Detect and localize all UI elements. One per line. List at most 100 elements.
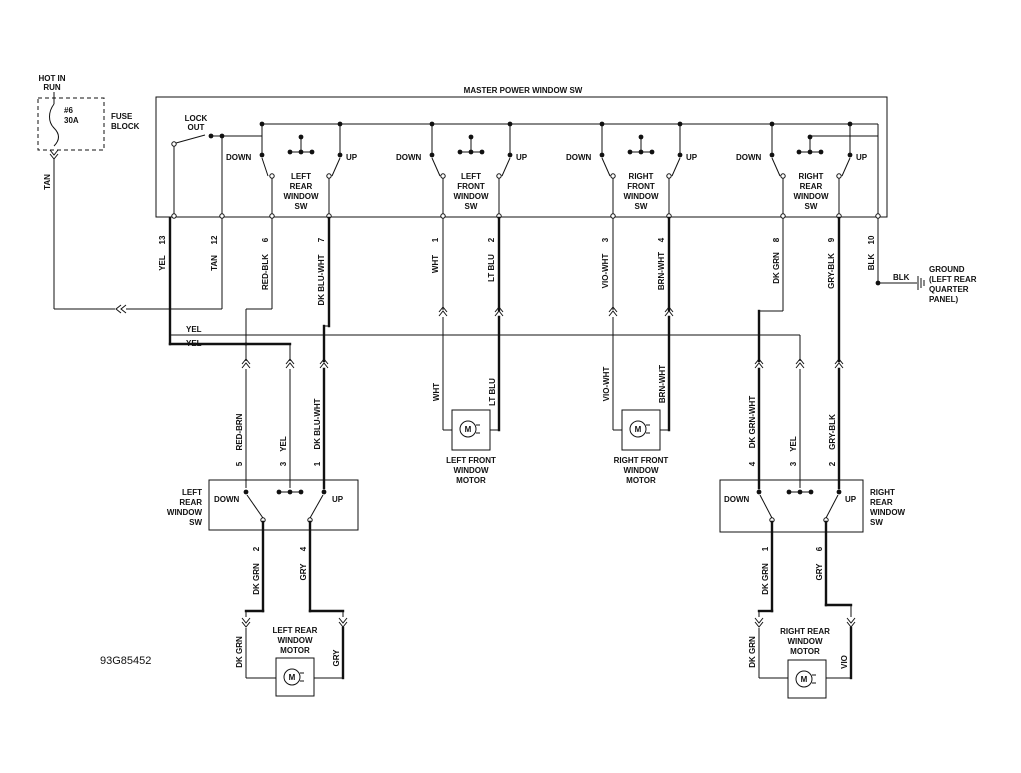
ground-label-2: (LEFT REAR	[929, 275, 977, 284]
rr-in-pin-2: 2	[828, 461, 837, 466]
rr-in-pin-4: 4	[748, 461, 757, 466]
master-wire-labels: 13 YEL 12 TAN 6 RED-BLK 7 DK BLU-WHT 1 W…	[158, 235, 876, 306]
lr-motor-label-1: LEFT REAR	[273, 626, 318, 635]
ground-label-1: GROUND	[929, 265, 965, 274]
lr-switch-down: DOWN	[214, 495, 240, 504]
lr-in-pin-3: 3	[279, 461, 288, 466]
rr-switch-label-1: RIGHT	[870, 488, 895, 497]
lr-in-pin-1: 1	[313, 461, 322, 466]
wire-color-gry-blk: GRY-BLK	[827, 253, 836, 289]
rr-in-color-gry-blk: GRY-BLK	[828, 414, 837, 450]
figure-id: 93G85452	[100, 655, 151, 667]
rr-motor-wire-b: VIO	[840, 655, 849, 669]
fuse-out-chevron	[49, 149, 59, 160]
ground-label-4: PANEL)	[929, 295, 959, 304]
ground-wire-label: BLK	[893, 273, 910, 282]
master-right-rear-down: DOWN	[736, 153, 762, 162]
master-right-front-label-1: RIGHT	[629, 172, 654, 181]
connector-chevrons-upper	[241, 306, 844, 369]
master-right-rear-switch: DOWN UP RIGHT REAR WINDOW SW	[736, 121, 868, 216]
fuse-block: HOT IN RUN #6 30A FUSE BLOCK TAN	[37, 74, 222, 314]
wire-color-tan: TAN	[210, 255, 219, 271]
left-rear-window-motor: DK GRN GRY LEFT REAR WINDOW MOTOR M	[235, 626, 345, 697]
wire-color-lt-blu: LT BLU	[487, 254, 496, 282]
master-left-rear-label-1: LEFT	[291, 172, 311, 181]
master-left-rear-switch: DOWN UP LEFT REAR WINDOW SW	[226, 121, 358, 216]
lr-out-color-dk-grn: DK GRN	[252, 563, 261, 595]
rf-motor-wire-b: BRN-WHT	[658, 365, 667, 403]
lr-out-color-gry: GRY	[299, 563, 308, 581]
lf-motor-wire-a: WHT	[432, 383, 441, 401]
rr-switch-up: UP	[845, 495, 857, 504]
master-left-rear-label-2: REAR	[290, 182, 313, 191]
lock-out-blade	[175, 134, 206, 144]
master-switch-outline	[155, 96, 888, 218]
master-right-front-down: DOWN	[566, 153, 592, 162]
wire-pin-6: 6	[261, 237, 270, 242]
rr-in-color-yel: YEL	[789, 436, 798, 452]
rr-motor-label-2: WINDOW	[787, 637, 823, 646]
rf-motor-wire-a: VIO-WHT	[602, 367, 611, 402]
lr-out-pin-4: 4	[299, 546, 308, 551]
lr-in-color-dk-blu-wht: DK BLU-WHT	[313, 398, 322, 449]
lr-switch-label-2: REAR	[179, 498, 202, 507]
wire-pin-8: 8	[772, 237, 781, 242]
wire-pin-7: 7	[317, 237, 326, 242]
lf-motor-label-3: MOTOR	[456, 476, 486, 485]
wire-color-blk: BLK	[867, 254, 876, 271]
wire-pin-12: 12	[210, 235, 219, 244]
rr-motor-glyph: M	[801, 675, 808, 684]
master-right-front-up: UP	[686, 153, 698, 162]
master-right-front-label-3: WINDOW	[623, 192, 659, 201]
hot-in-run-label-2: RUN	[43, 83, 61, 92]
lr-switch-label-1: LEFT	[182, 488, 202, 497]
master-left-rear-label-4: SW	[295, 202, 308, 211]
left-rear-door-switch: 5 RED-BRN 3 YEL 1 DK BLU-WHT DOWN UP LEF…	[167, 367, 359, 628]
master-connector-pins	[171, 213, 881, 219]
tan-bus-chevron	[115, 304, 127, 314]
rf-motor-label-3: MOTOR	[626, 476, 656, 485]
lr-motor-label-3: MOTOR	[280, 646, 310, 655]
master-left-front-label-3: WINDOW	[453, 192, 489, 201]
lock-out-label-1: LOCK	[185, 114, 208, 123]
yel-upper-label: YEL	[186, 325, 202, 334]
lr-in-color-yel: YEL	[279, 436, 288, 452]
fuse-block-label-2: BLOCK	[111, 122, 140, 131]
master-left-rear-down: DOWN	[226, 153, 252, 162]
master-left-front-label-1: LEFT	[461, 172, 481, 181]
wire-pin-2: 2	[487, 237, 496, 242]
rr-motor-wire-a: DK GRN	[748, 636, 757, 668]
wire-color-red-blk: RED-BLK	[261, 254, 270, 290]
lr-switch-up: UP	[332, 495, 344, 504]
master-power-window-switch: MASTER POWER WINDOW SW LOCK OUT DOWN UP	[155, 86, 888, 219]
rr-switch-label-2: REAR	[870, 498, 893, 507]
master-left-rear-up: UP	[346, 153, 358, 162]
fuse-element	[49, 103, 59, 147]
lf-motor-glyph: M	[465, 425, 472, 434]
wire-color-brn-wht: BRN-WHT	[657, 252, 666, 290]
rr-out-pin-6: 6	[815, 546, 824, 551]
rf-motor-glyph: M	[635, 425, 642, 434]
hot-in-run-label-1: HOT IN	[38, 74, 65, 83]
master-left-rear-label-3: WINDOW	[283, 192, 319, 201]
master-right-front-label-4: SW	[635, 202, 648, 211]
wire-color-yel: YEL	[158, 255, 167, 271]
master-right-front-label-2: FRONT	[627, 182, 655, 191]
rr-motor-label-1: RIGHT REAR	[780, 627, 830, 636]
tan-feed-label: TAN	[43, 174, 52, 190]
wire-color-wht: WHT	[431, 255, 440, 273]
lr-motor-label-2: WINDOW	[277, 636, 313, 645]
fuse-block-outline	[37, 97, 105, 151]
lr-in-color-red-brn: RED-BRN	[235, 413, 244, 450]
lr-motor-wire-b: GRY	[332, 649, 341, 667]
wire-pin-3: 3	[601, 237, 610, 242]
master-left-front-switch: DOWN UP LEFT FRONT WINDOW SW	[396, 121, 528, 216]
master-left-front-label-2: FRONT	[457, 182, 485, 191]
lr-in-pin-5: 5	[235, 461, 244, 466]
wire-color-vio-wht: VIO-WHT	[601, 254, 610, 289]
rf-motor-label-2: WINDOW	[623, 466, 659, 475]
yel-lower-label: YEL	[186, 339, 202, 348]
rr-in-color-dk-grn-wht: DK GRN-WHT	[748, 396, 757, 449]
master-right-front-switch: DOWN UP RIGHT FRONT WINDOW SW	[566, 121, 698, 216]
